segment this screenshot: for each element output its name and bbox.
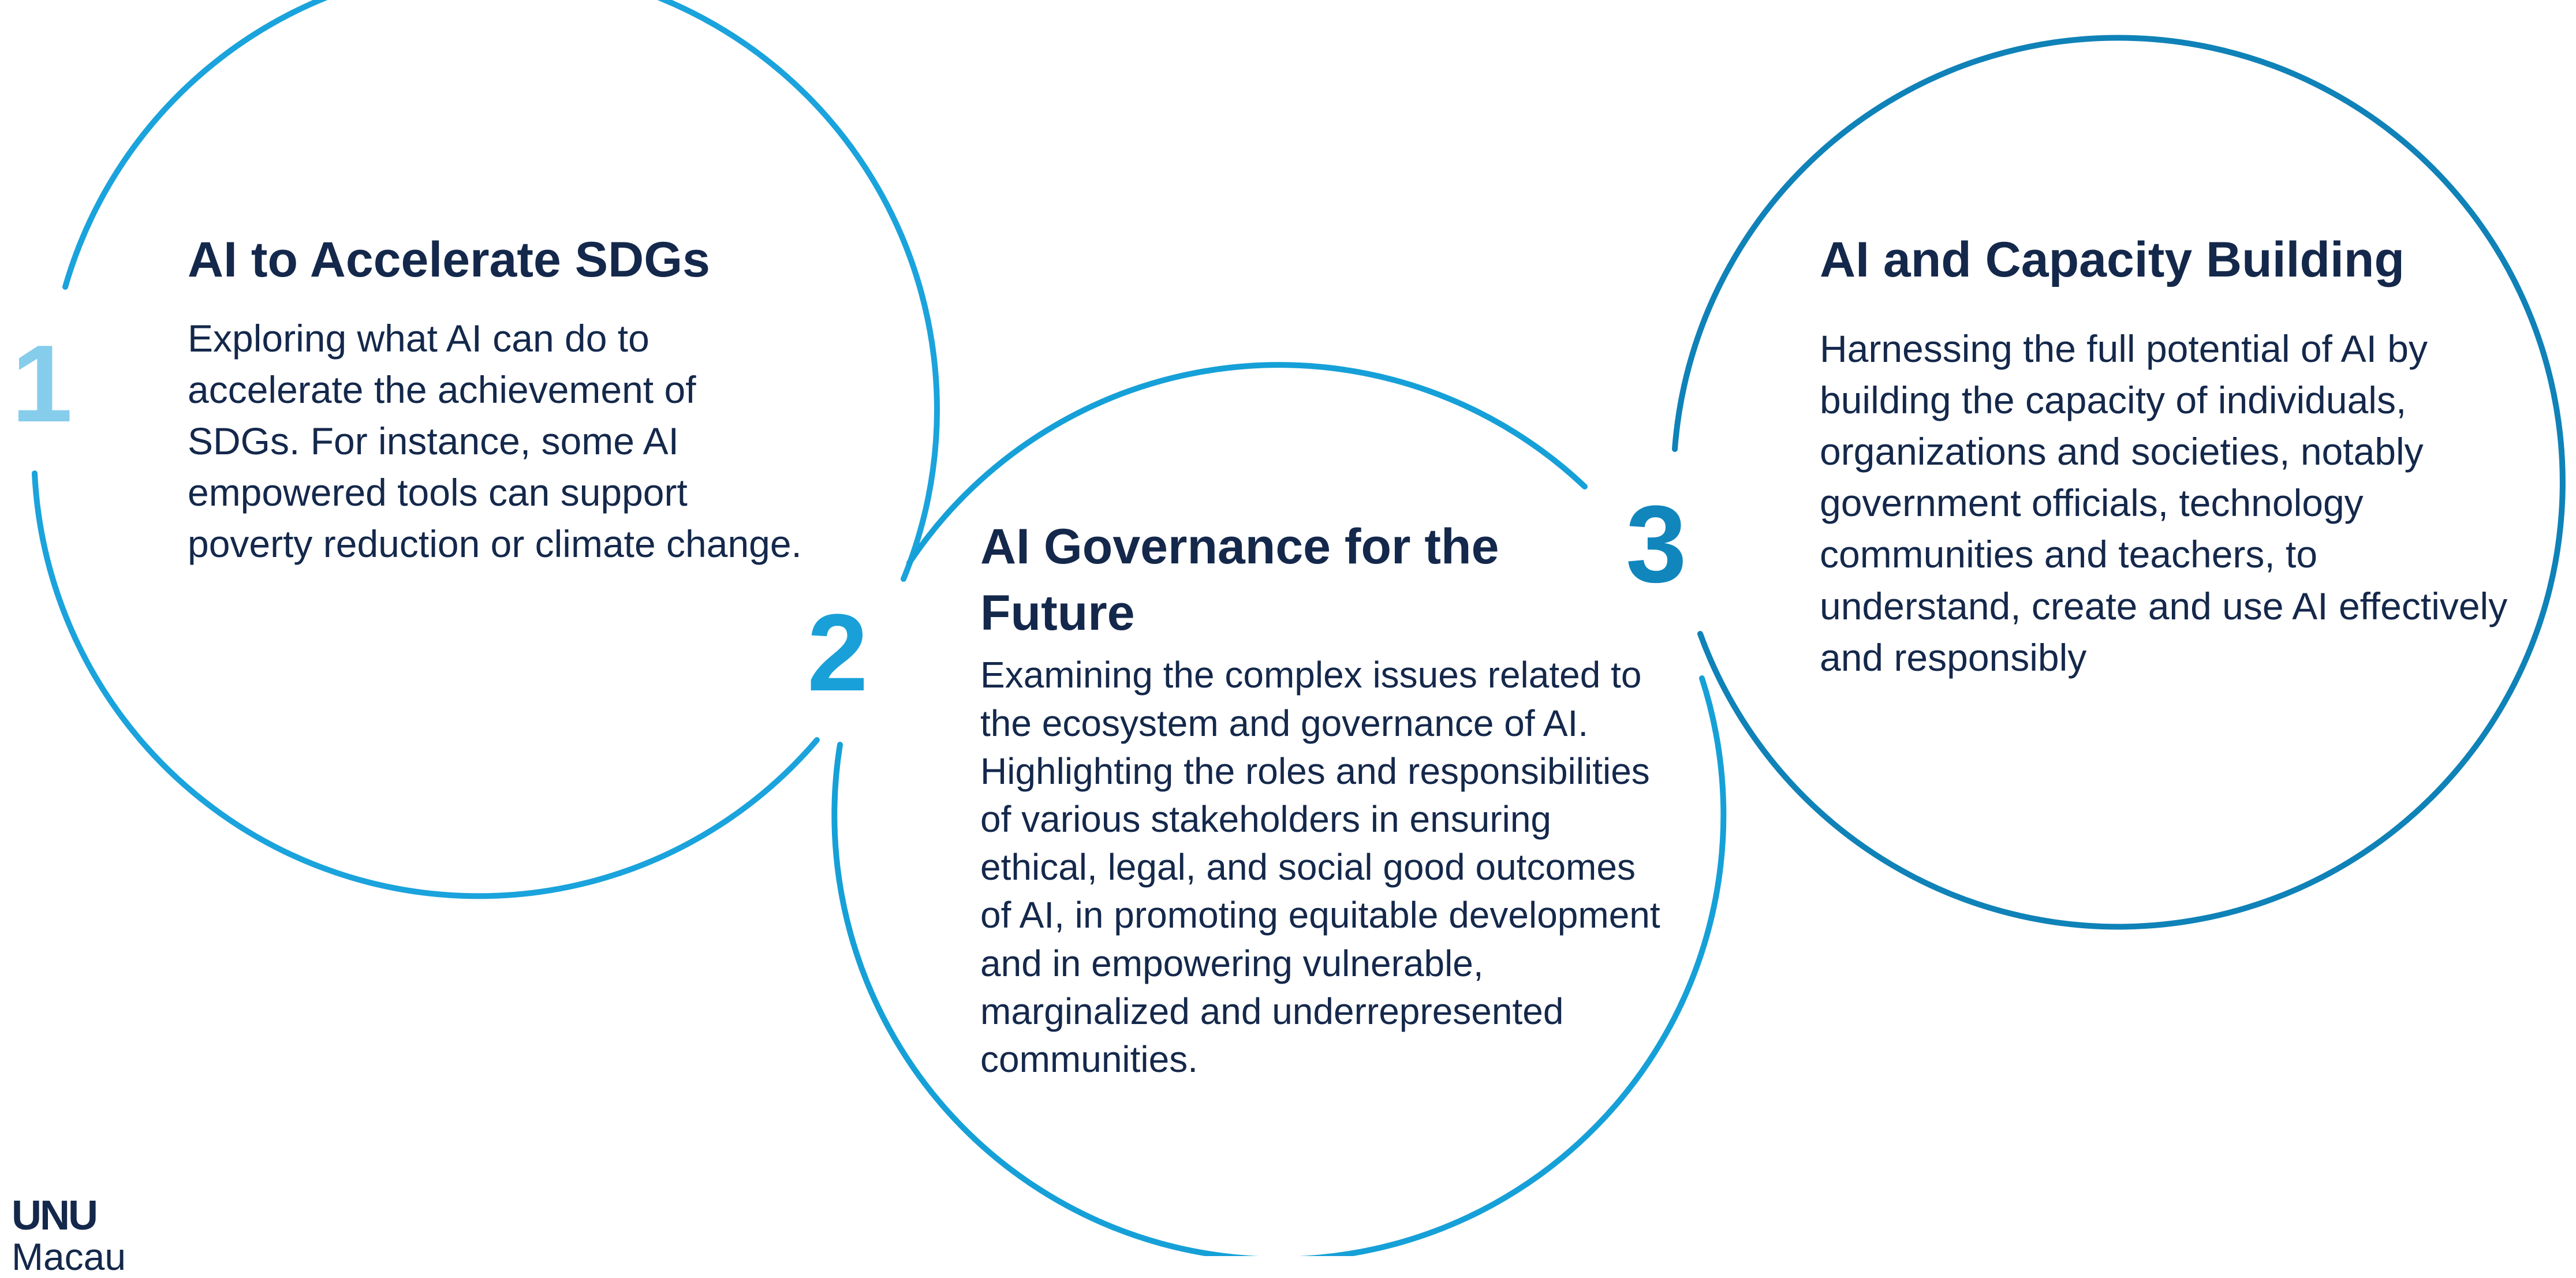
step-number-3: 3 — [1626, 483, 1687, 606]
circle-1-ring — [62, 0, 940, 582]
logo-sub-text: Macau — [12, 1235, 126, 1278]
step-number-2: 2 — [807, 592, 868, 714]
item-description-3: Harnessing the full potential of AI by b… — [1820, 327, 2508, 679]
item-description-1: Exploring what AI can do to accelerate t… — [188, 317, 802, 566]
unu-macau-logo: UNU Macau — [12, 1195, 126, 1276]
item-title-2: AI Governance for the Future — [980, 519, 1499, 641]
item-block-2: AI Governance for the Future Examining t… — [980, 514, 1662, 1083]
circle-3-ring — [1672, 35, 2566, 930]
circle-2-ring-lower — [831, 675, 1727, 1256]
item-block-3: AI and Capacity Building Harnessing the … — [1820, 226, 2512, 683]
item-block-1: AI to Accelerate SDGs Exploring what AI … — [188, 226, 811, 570]
step-number-1: 1 — [12, 323, 73, 445]
logo-main-text: UNU — [12, 1193, 98, 1239]
item-description-2: Examining the complex issues related to … — [980, 654, 1660, 1080]
circle-1-ring-lower — [32, 470, 820, 899]
circle-2-ring — [906, 362, 1588, 566]
item-title-3: AI and Capacity Building — [1820, 232, 2405, 287]
item-title-1: AI to Accelerate SDGs — [188, 232, 710, 287]
